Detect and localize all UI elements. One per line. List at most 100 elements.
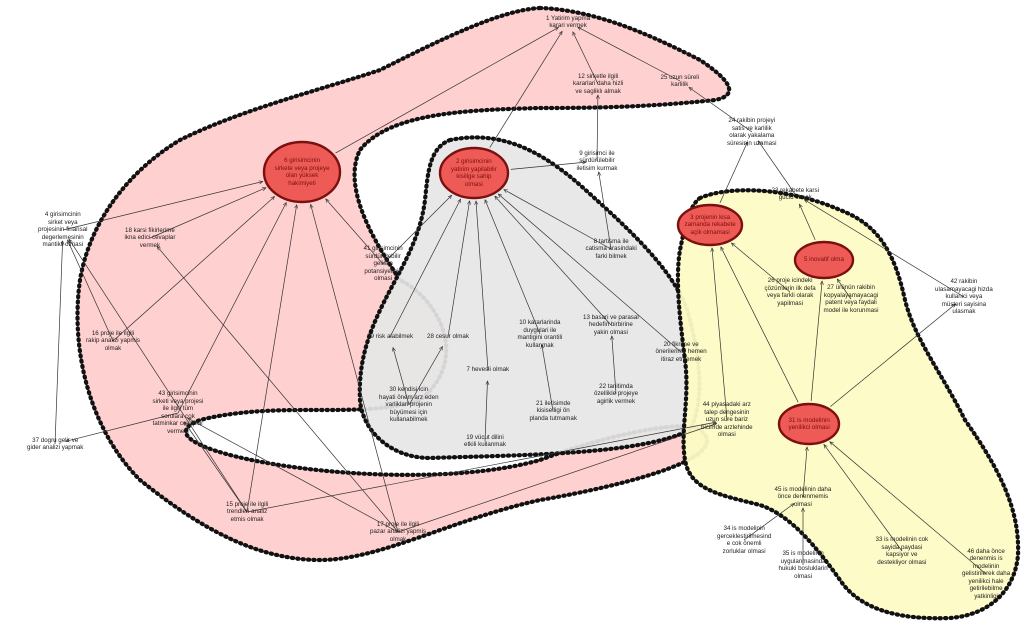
- node-12-kararlari-hizli-almak[interactable]: 12 sirketle ilgili kararlari daha hizli …: [573, 72, 624, 95]
- node-46-gelistirilebilir-model[interactable]: 46 daha önce denenmis is modelinin gelis…: [962, 547, 1011, 601]
- edge-n29-to-n2: [389, 199, 461, 338]
- edge-n15-to-n4: [69, 239, 248, 513]
- edge-n19-to-n7: [484, 381, 488, 442]
- node-1-yatirim-karari[interactable]: 1 Yatirim yapma karari vermek: [546, 14, 591, 30]
- node-layer: [262, 140, 855, 446]
- edge-n41-to-n6: [326, 199, 384, 265]
- node-15-trend-analizi[interactable]: 15 proje ile ilgili trendleri analiz etm…: [226, 500, 269, 523]
- edge-n41-to-n2: [382, 195, 452, 265]
- edge-n28-to-n2: [447, 201, 470, 338]
- edge-layer: [54, 27, 987, 575]
- edge-n31-to-n3: [721, 247, 799, 403]
- node-27-patent-koruma[interactable]: 27 ürünün rakibin kopyalayamayacagi pate…: [823, 284, 879, 314]
- node-3-rekabete-kapali[interactable]: 3 projenin kisa zamanda rekabete açik ol…: [684, 213, 736, 236]
- node-ellipse-31[interactable]: [777, 402, 841, 446]
- node-31-yenilikci-is-modeli[interactable]: 31 is modelinin yenilikci olmasi: [788, 416, 830, 432]
- edge-n13-to-n2: [495, 196, 612, 326]
- edge-n17-to-n44: [397, 424, 717, 533]
- edge-n6-to-n1: [335, 27, 559, 154]
- node-23-rekabete-guclu[interactable]: 23 rekabete karsi güclü olmak: [771, 186, 819, 202]
- node-ellipse-5[interactable]: [793, 240, 855, 280]
- edge-n17-to-n43: [188, 418, 399, 533]
- edge-n43-to-n6: [177, 203, 286, 414]
- edge-n10-to-n2: [485, 200, 541, 335]
- node-7-hevesli-olmak[interactable]: 7 hevesli olmak: [466, 366, 510, 373]
- edge-n34-to-n45: [743, 504, 794, 541]
- node-41-gelisim-potansiyeli[interactable]: 41 girisimcinin sürdürülebilir gelisim p…: [363, 245, 403, 283]
- edge-n18-to-n6: [149, 188, 266, 239]
- edge-n12-to-n1: [573, 32, 599, 85]
- edge-n46-to-n31: [830, 442, 987, 575]
- node-19-vucut-dili[interactable]: 19 vücut dilini etkili kullanmak: [464, 433, 506, 449]
- edge-n20-to-n2: [498, 194, 682, 353]
- edge-n8-to-n9: [599, 172, 612, 250]
- node-44-arz-talep-dengesi[interactable]: 44 piyasadaki arz talep dengesinin uzun …: [701, 401, 753, 439]
- node-28-cesur-olmak[interactable]: 28 cesur olmak: [427, 333, 469, 340]
- edge-n30-to-n29: [393, 348, 410, 406]
- node-34-onemli-zorluklar[interactable]: 34 is modelinin gerceklestirilmesind e c…: [717, 525, 772, 555]
- edge-n5-to-n23: [799, 204, 816, 241]
- node-ellipse-2[interactable]: [438, 146, 510, 200]
- edge-n23-to-n24: [758, 141, 796, 195]
- node-37-gelir-gider-analizi[interactable]: 37 dogru gelir ve gider analizi yapmak: [27, 436, 84, 452]
- edge-n17-to-n18: [157, 246, 399, 533]
- edge-n43-to-n37: [66, 412, 179, 441]
- node-10-duygu-mantik[interactable]: 10 kararlarinda duygulari ile mantigini …: [517, 319, 563, 349]
- node-33-paydaslar[interactable]: 33 is modelinin cok sayida paydasi kapsi…: [875, 536, 929, 566]
- edge-n25-to-n1: [578, 27, 681, 82]
- node-26-ilk-defa-cozumler[interactable]: 26 proje icindeki çözümlerin ilk defa ve…: [764, 277, 816, 307]
- node-42-kullanici-hizi[interactable]: 42 rakibin ulasamayacagi hizda kullanici…: [935, 278, 993, 316]
- edge-n44-to-n3: [712, 248, 728, 421]
- edge-n17-to-n6: [311, 204, 399, 533]
- edge-n16-to-n4: [67, 240, 114, 342]
- edge-n45-to-n31: [802, 447, 807, 498]
- node-13-basari-parasal-hedef[interactable]: 13 basari ve parasal hedefin birbirine y…: [583, 313, 639, 336]
- node-16-rakip-analizi[interactable]: 16 proje ile ilgili rakip analizi yapmis…: [86, 329, 140, 352]
- node-6-girisimci-hakimiyeti[interactable]: 6 girisimcinin sirkete veya projeye olan…: [274, 157, 330, 187]
- edge-n27-to-n5: [837, 279, 852, 300]
- edge-n8-to-n2: [504, 190, 612, 250]
- node-21-kisisellik[interactable]: 21 iletisimde kisiselligi ön planda tutm…: [529, 399, 577, 422]
- edge-n21-to-n10: [542, 345, 554, 412]
- node-43-tatminkar-cevaplar[interactable]: 43 girisimcinin sirketi veya projesi ile…: [152, 390, 204, 435]
- node-45-denenmemis-model[interactable]: 45 is modelinin daha önce denenmemis olm…: [774, 485, 832, 508]
- edge-n15-to-n6: [246, 205, 297, 513]
- edge-n16-to-n6: [112, 197, 275, 342]
- node-18-ikna-edici-cevaplar[interactable]: 18 karsi fikirlerime ikna edici cevaplar…: [124, 226, 176, 249]
- edge-n9-to-n12: [597, 95, 598, 162]
- edge-n31-to-n5: [810, 281, 822, 402]
- node-30-varliklari-kullanmak[interactable]: 30 kendisi icin hayati önem arz eden var…: [379, 386, 439, 424]
- edge-n22-to-n13: [612, 336, 617, 395]
- edge-n2-to-n9: [510, 162, 586, 170]
- edge-n42-to-n23: [804, 200, 965, 298]
- edge-n15-to-n44: [246, 422, 716, 513]
- node-8-tartisma-catisma[interactable]: 8 tartisma ile catisma arasindaki farki …: [585, 237, 637, 260]
- edge-n7-to-n2: [476, 201, 489, 371]
- node-17-pazar-analizi[interactable]: 17 proje ile ilgili pazar analizi yapmis…: [370, 520, 427, 543]
- node-24-rakip-yakalama-suresi[interactable]: 24 rakibin projeyi satis ve karlilik ola…: [727, 117, 777, 147]
- edge-n24-to-n25: [689, 87, 753, 133]
- node-ellipse-3[interactable]: [676, 203, 744, 247]
- node-ellipse-6[interactable]: [262, 140, 342, 204]
- edge-n31-to-n42: [830, 304, 955, 407]
- node-20-itiraz-etmemek[interactable]: 20 fikrime ve önerilerime hemen itiraz e…: [655, 340, 707, 363]
- edge-n3-to-n24: [719, 142, 748, 204]
- node-4-finansal-degerleme[interactable]: 4 girisimcinin sirket veya projesinin fi…: [38, 211, 88, 249]
- edge-n26-to-n3: [731, 243, 791, 293]
- edge-n4-to-n6: [62, 182, 263, 231]
- node-29-risk-alabilmek[interactable]: 29 risk alabilmek: [367, 333, 414, 340]
- edge-n30-to-n28: [408, 347, 443, 406]
- node-35-hukuki-bosluklar[interactable]: 35 is modelinin uygulanmasinda hukuki bo…: [778, 550, 828, 580]
- edge-n15-to-n43: [184, 422, 248, 513]
- node-22-tanitim-agirlik[interactable]: 22 tanitimda özellikle projeye agirlik v…: [594, 382, 639, 405]
- edge-n2-to-n1: [489, 31, 563, 148]
- edge-n37-to-n4: [54, 241, 63, 445]
- node-25-uzun-sureli-karlilik[interactable]: 25 uzun süreli karlilik: [660, 73, 700, 89]
- edge-n33-to-n31: [824, 444, 903, 552]
- node-5-inovatif-olma[interactable]: 5 inovatif olma: [804, 256, 844, 263]
- node-2-yatirim-yapilabilir-kisilik[interactable]: 2 girisimcinin yatirim yapilabilir kisil…: [451, 158, 497, 188]
- node-9-surdurulebilir-iletisim[interactable]: 9 girisimci ile sürdürülebilir iletisim …: [576, 149, 618, 172]
